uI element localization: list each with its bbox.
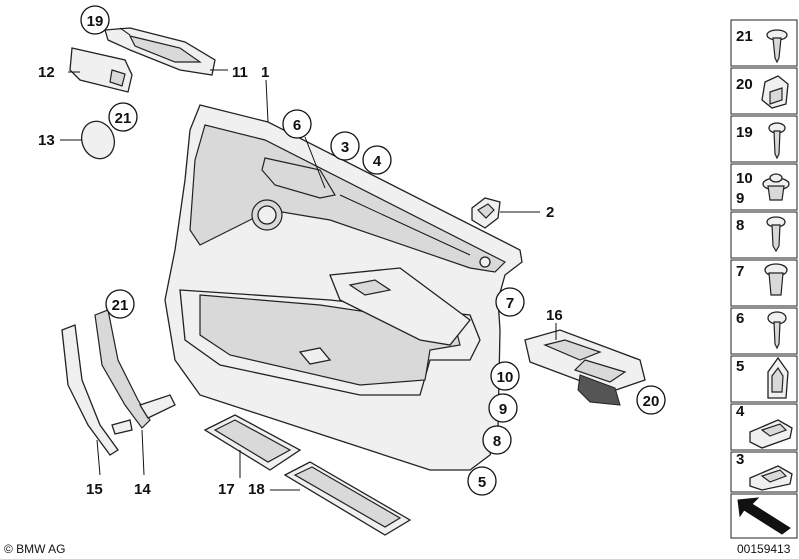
sidebar-item-7: 7 [730,259,798,307]
svg-text:21: 21 [115,110,132,127]
sidebar-item-4: 4 [730,403,798,451]
svg-text:10: 10 [736,170,753,187]
screw-icon [766,29,788,64]
svg-text:9: 9 [736,190,744,207]
svg-text:3: 3 [736,451,744,468]
sidebar-item-19: 19 [730,115,798,163]
svg-text:8: 8 [493,433,501,450]
expanding-rivet-icon [762,173,790,201]
svg-text:4: 4 [736,403,745,420]
svg-text:5: 5 [478,474,486,491]
orientation-arrow-icon [730,493,798,539]
door-trim-panel [164,104,523,471]
svg-text:21: 21 [112,297,129,314]
svg-text:7: 7 [506,295,514,312]
svg-text:5: 5 [736,358,744,375]
part-13-speaker-cover [80,120,116,160]
svg-text:21: 21 [736,28,753,45]
svg-text:3: 3 [341,139,349,156]
diagram-id: 00159413 [737,542,791,556]
callout-16: 16 [546,307,563,324]
callout-2: 2 [546,204,554,221]
part-17-pocket-mat [203,414,302,471]
clip-icon [767,356,789,399]
svg-text:4: 4 [373,153,382,170]
circled-callout-3: 3 [330,131,360,161]
circled-callout-21-top: 21 [108,102,138,132]
window-switch-block [524,329,646,406]
clip-plate-icon [761,75,789,109]
circled-callout-8: 8 [482,425,512,455]
svg-text:6: 6 [293,117,301,134]
callout-14: 14 [134,481,151,498]
circled-callout-4: 4 [362,145,392,175]
circled-callout-9: 9 [488,393,518,423]
svg-text:9: 9 [499,401,507,418]
callout-13: 13 [38,132,55,149]
callout-17: 17 [218,481,235,498]
part-11-handle-bracket [104,27,216,76]
svg-text:6: 6 [736,310,744,327]
part-14-handle-carrier [94,309,176,435]
part-2-cover-cap [471,197,501,229]
screw-icon [767,311,787,350]
circled-callout-5: 5 [467,466,497,496]
sidebar-item-20: 20 [730,67,798,115]
svg-text:7: 7 [736,263,744,280]
copyright-text: © BMW AG [4,542,66,556]
screw-icon [768,122,786,160]
bracket-clip-icon [749,465,793,491]
bracket-clip-icon [749,419,793,449]
screw-icon [766,216,786,253]
circled-callout-20: 20 [636,385,666,415]
part-18-pocket-mat [283,461,412,536]
small-parts-sidebar: 21 20 19 10 9 [730,19,798,539]
svg-text:20: 20 [643,393,660,410]
circled-callout-10: 10 [490,361,520,391]
sidebar-item-10-9: 10 9 [730,163,798,211]
circled-callout-19: 19 [80,5,110,35]
circled-callout-6: 6 [282,109,312,139]
svg-text:19: 19 [87,13,104,30]
sidebar-item-3: 3 [730,451,798,493]
sidebar-item-21: 21 [730,19,798,67]
part-15-grab-handle [61,324,119,456]
svg-text:10: 10 [497,369,514,386]
sidebar-item-6: 6 [730,307,798,355]
callout-11: 11 [232,64,248,81]
callout-1: 1 [261,64,269,81]
leader-lines [60,27,557,491]
svg-text:19: 19 [736,124,753,141]
sidebar-item-8: 8 [730,211,798,259]
callout-18: 18 [248,481,265,498]
callout-12: 12 [38,64,55,81]
sidebar-item-5: 5 [730,355,798,403]
svg-text:20: 20 [736,76,753,93]
circled-callout-7: 7 [495,287,525,317]
callout-15: 15 [86,481,103,498]
svg-text:8: 8 [736,217,744,234]
circled-callout-21-bottom: 21 [105,289,135,319]
part-12-handle-cover [69,47,133,93]
plastic-rivet-icon [764,263,788,296]
